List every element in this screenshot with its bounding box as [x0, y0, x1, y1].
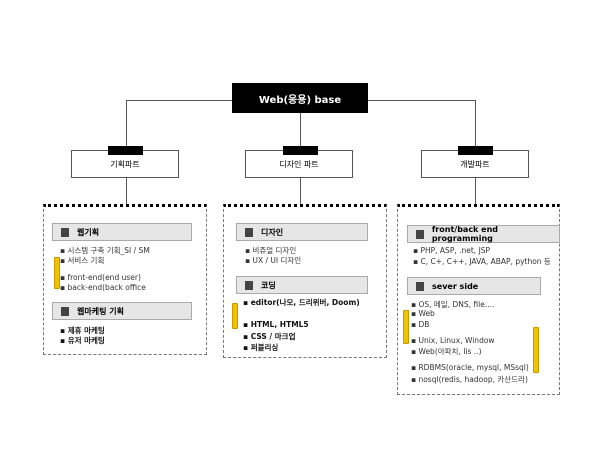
bracket — [403, 310, 409, 344]
dev-panel — [397, 204, 560, 395]
square-icon — [245, 227, 253, 237]
part-tab — [108, 146, 143, 155]
square-icon — [416, 229, 424, 239]
list-item: ▪ UX / UI 디자인 — [245, 256, 302, 265]
square-icon — [416, 281, 424, 291]
planning-header-1: 웹기획 — [52, 223, 192, 241]
connector — [300, 178, 301, 205]
list-item: ▪ editor(나모, 드리위버, Doom) — [243, 298, 360, 307]
square-icon — [245, 280, 253, 290]
connector — [475, 178, 476, 205]
header-label: sever side — [432, 281, 479, 291]
header-label: 웹기획 — [77, 227, 100, 237]
part-tab — [458, 146, 493, 155]
part-tab — [283, 146, 318, 155]
dev-header-1: front/back end programming — [407, 225, 560, 243]
design-header-1: 디자인 — [236, 223, 368, 241]
list-item: ▪ 시스템 구축 기획_SI / SM — [60, 246, 150, 255]
header-label: front/back end programming — [431, 225, 499, 243]
connector — [475, 100, 476, 150]
list-item: ▪ Web — [411, 309, 435, 318]
list-item: ▪ back-end(back office — [60, 283, 146, 292]
list-item: ▪ nosql(redis, hadoop, 카산드라) — [411, 375, 528, 384]
list-item: ▪ DB — [411, 320, 430, 329]
part-planning: 기획파트 — [71, 150, 179, 178]
list-item: ▪ Web(아파치, Iis ..) — [411, 347, 482, 356]
list-item: ▪ 서비스 기획 — [60, 256, 105, 265]
header-label: 디자인 — [261, 227, 284, 237]
header-label: 웹마케팅 기획 — [77, 306, 124, 316]
list-item: ▪ HTML, HTML5 — [243, 320, 309, 329]
list-item: ▪ C, C+, C++, JAVA, ABAP, python 등 — [413, 257, 551, 266]
list-item: ▪ OS, 메일, DNS, file.... — [411, 300, 495, 309]
bracket — [533, 327, 539, 373]
connector — [300, 113, 301, 150]
list-item: ▪ 퍼블리싱 — [243, 343, 279, 352]
list-item: ▪ 비쥬얼 디자인 — [245, 246, 297, 255]
dev-header-2: sever side — [407, 277, 541, 295]
header-label: 코딩 — [261, 280, 276, 290]
design-header-2: 코딩 — [236, 276, 368, 294]
list-item: ▪ RDBMS(oracle, mysql, MSsql) — [411, 363, 529, 372]
list-item: ▪ front-end(end user) — [60, 273, 141, 282]
bracket — [232, 303, 238, 329]
square-icon — [61, 227, 69, 237]
square-icon — [61, 306, 69, 316]
list-item: ▪ 제휴 마케팅 — [60, 326, 105, 335]
root-node: Web(응용) base — [232, 83, 368, 113]
list-item: ▪ Unix, Linux, Window — [411, 336, 495, 345]
list-item: ▪ 유저 마케팅 — [60, 336, 105, 345]
connector — [126, 178, 127, 205]
list-item: ▪ CSS / 마크업 — [243, 332, 296, 341]
planning-panel — [43, 204, 207, 355]
bracket — [54, 257, 60, 289]
list-item: ▪ PHP, ASP, .net, JSP — [413, 246, 491, 255]
design-panel — [223, 204, 387, 358]
connector — [126, 100, 127, 150]
planning-header-2: 웹마케팅 기획 — [52, 302, 192, 320]
